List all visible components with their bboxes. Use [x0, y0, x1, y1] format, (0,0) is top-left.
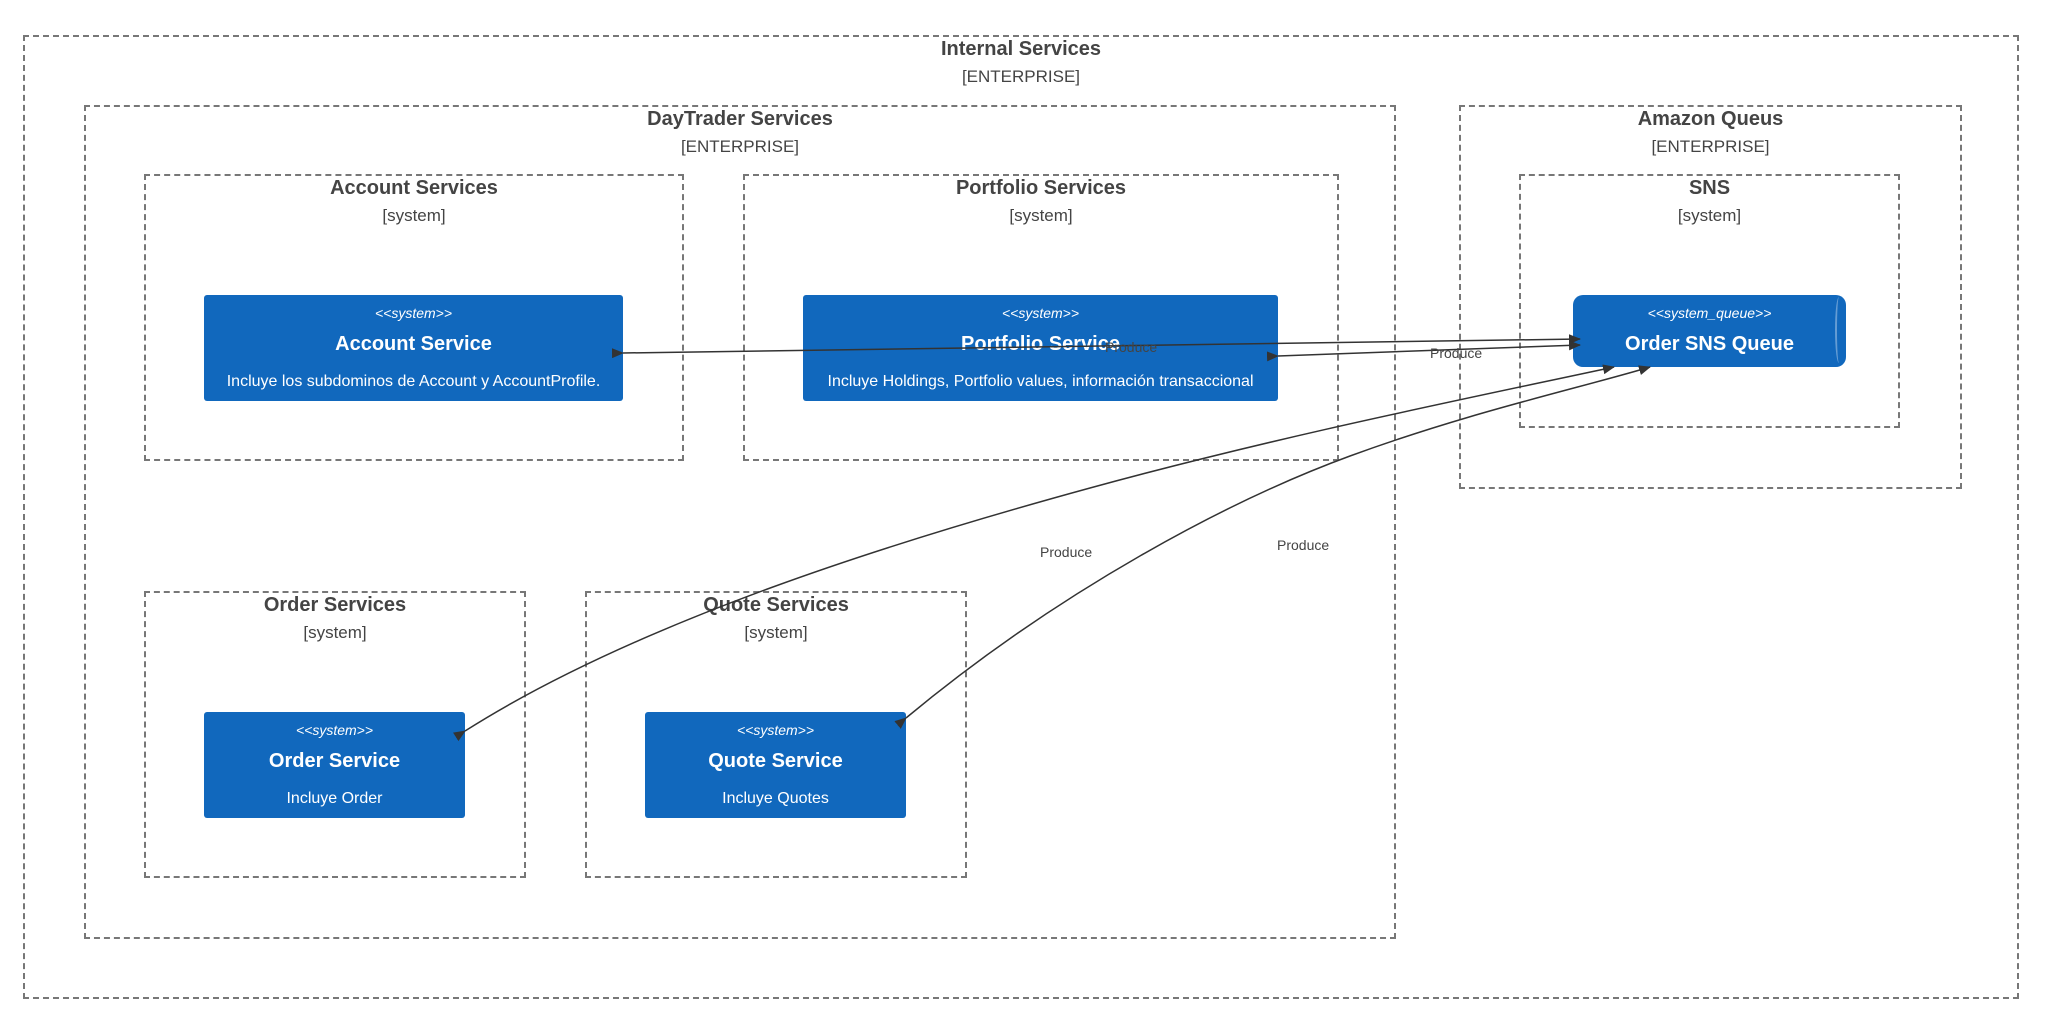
account-service-name: Account Service	[335, 333, 492, 355]
relation-label-order-queue: Produce	[1040, 544, 1093, 560]
quote-services-type: [system]	[744, 623, 808, 642]
sns-type: [system]	[1677, 206, 1742, 225]
quote-service-description: Incluye Quotes	[722, 790, 829, 807]
internal-services-title: Internal Services	[940, 38, 1102, 60]
order-service-node[interactable]: <<system>> Order Service Incluye Order	[204, 712, 465, 818]
quote-service-name: Quote Service	[708, 750, 843, 772]
queue-cylinder-cap	[1835, 297, 1843, 363]
order-sns-queue-name: Order SNS Queue	[1625, 333, 1794, 355]
account-services-boundary: Account Services [system]	[144, 174, 684, 461]
daytrader-services-title: DayTrader Services	[647, 108, 833, 130]
daytrader-services-type: [ENTERPRISE]	[680, 137, 800, 156]
internal-services-boundary: Internal Services [ENTERPRISE]	[23, 35, 2019, 999]
order-sns-queue-node[interactable]: <<system_queue>> Order SNS Queue	[1573, 295, 1846, 367]
amazon-queus-boundary: Amazon Queus [ENTERPRISE]	[1459, 105, 1962, 489]
quote-services-title: Quote Services	[703, 594, 849, 616]
order-sns-queue-stereotype: <<system_queue>>	[1647, 305, 1772, 321]
order-service-name: Order Service	[268, 750, 401, 772]
order-service-description: Incluye Order	[286, 790, 383, 807]
relation-label-portfolio-queue: Produce	[1430, 345, 1483, 361]
portfolio-services-type: [system]	[1009, 206, 1073, 225]
quote-service-node[interactable]: <<system>> Quote Service Incluye Quotes	[645, 712, 906, 818]
portfolio-service-stereotype: <<system>>	[1001, 305, 1080, 321]
account-services-title: Account Services	[330, 177, 498, 199]
sns-boundary: SNS [system]	[1519, 174, 1900, 428]
account-service-description: Incluye los subdominos de Account y Acco…	[226, 373, 601, 390]
portfolio-service-node[interactable]: <<system>> Portfolio Service Incluye Hol…	[803, 295, 1278, 401]
internal-services-type: [ENTERPRISE]	[961, 67, 1081, 86]
order-service-stereotype: <<system>>	[295, 722, 374, 738]
amazon-queus-title: Amazon Queus	[1637, 108, 1784, 130]
portfolio-service-name: Portfolio Service	[961, 333, 1120, 355]
order-services-type: [system]	[303, 623, 367, 642]
portfolio-services-title: Portfolio Services	[955, 177, 1127, 199]
sns-title: SNS	[1688, 177, 1731, 199]
amazon-queus-type: [ENTERPRISE]	[1651, 137, 1770, 156]
quote-service-stereotype: <<system>>	[736, 722, 815, 738]
account-service-node[interactable]: <<system>> Account Service Incluye los s…	[204, 295, 623, 401]
relation-label-account-queue: Produce	[1105, 339, 1158, 355]
relation-label-quote-queue: Produce	[1277, 537, 1330, 553]
account-service-stereotype: <<system>>	[374, 305, 453, 321]
order-services-title: Order Services	[263, 594, 407, 616]
account-services-type: [system]	[382, 206, 446, 225]
portfolio-service-description: Incluye Holdings, Portfolio values, info…	[827, 373, 1254, 390]
